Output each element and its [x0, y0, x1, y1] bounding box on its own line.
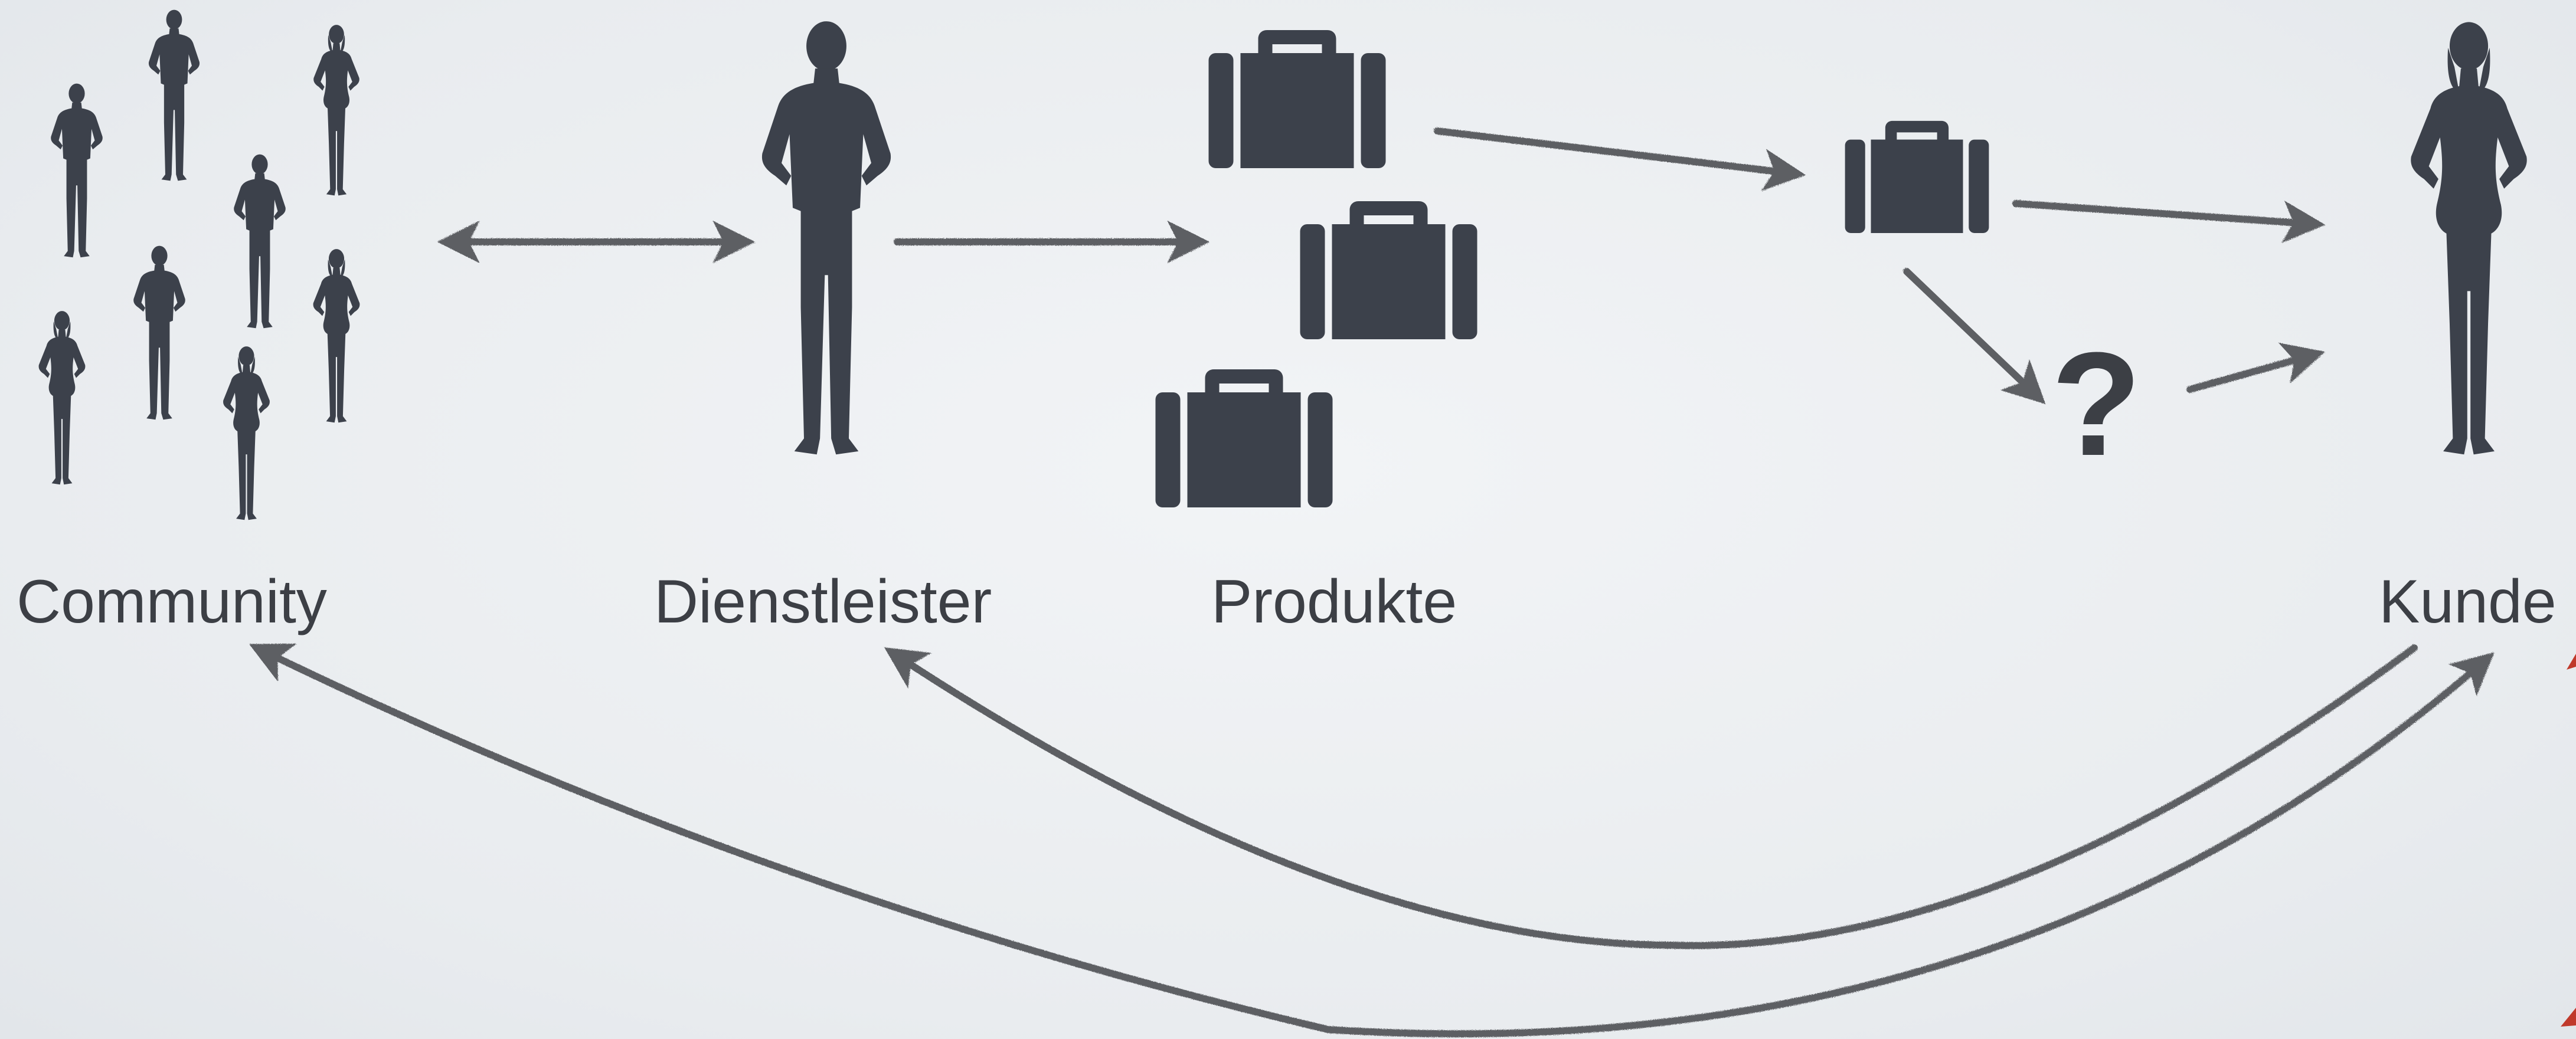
arrow-community-customer — [249, 643, 2495, 1038]
arrow-single-question — [1903, 268, 2046, 404]
person-female-icon — [313, 249, 360, 423]
community-group — [38, 9, 360, 520]
label-customer: Kunde — [2379, 568, 2557, 636]
products-group — [1155, 30, 1477, 507]
arrow-customer-provider — [884, 644, 2418, 949]
label-products: Produkte — [1211, 568, 1457, 636]
customer-figure — [2411, 22, 2527, 455]
corner-decoration — [2561, 654, 2576, 1027]
arrow-single-customer — [2012, 200, 2326, 243]
person-male-icon — [234, 154, 286, 329]
question-mark: ? — [2051, 322, 2142, 486]
label-community: Community — [17, 568, 327, 636]
person-female-icon — [38, 311, 86, 485]
person-male-icon — [133, 245, 185, 420]
person-female-icon — [313, 25, 359, 196]
service-provider-figure — [761, 21, 891, 455]
single-product-suitcase-icon — [1845, 120, 1989, 233]
person-female-icon — [223, 346, 270, 520]
person-male-icon — [51, 83, 103, 258]
arrow-question-customer — [2186, 342, 2325, 393]
label-service-provider: Dienstleister — [654, 568, 992, 636]
arrow-products-single — [1434, 127, 1806, 191]
person-male-icon — [148, 9, 200, 181]
suitcase-icon — [1155, 369, 1333, 507]
suitcase-icon — [1300, 201, 1477, 339]
suitcase-icon — [1208, 30, 1386, 168]
